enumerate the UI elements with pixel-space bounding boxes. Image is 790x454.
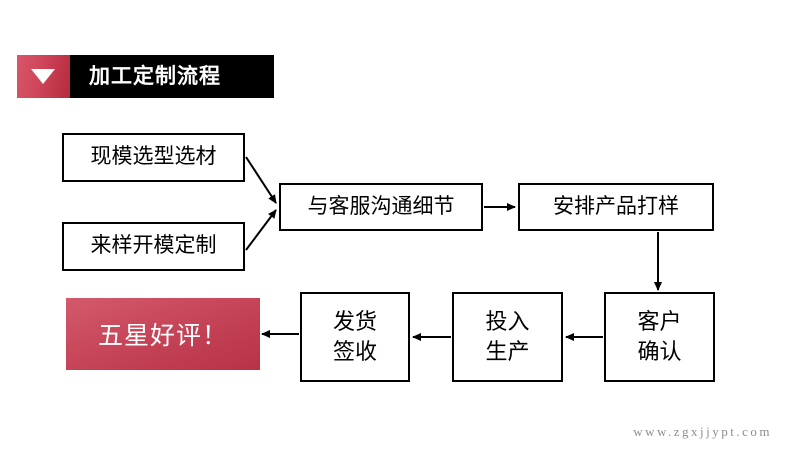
watermark-url: www.zgxjjypt.com (633, 424, 772, 439)
flow-node-five-star-review[interactable]: 五星好评！ (66, 298, 260, 370)
flow-node-communicate-with-service[interactable]: 与客服沟通细节 (279, 183, 483, 231)
edge-b1-b3 (245, 156, 277, 204)
flow-node-current-mold-selection[interactable]: 现模选型选材 (62, 133, 245, 182)
flow-node-sample-custom-mold[interactable]: 来样开模定制 (62, 222, 245, 271)
flow-node-start-production[interactable]: 投入 生产 (452, 292, 563, 382)
edge-b2-b3 (245, 209, 277, 251)
page-title: 加工定制流程 (89, 65, 221, 88)
flow-node-shipping-receipt[interactable]: 发货 签收 (300, 292, 410, 382)
flow-node-customer-confirmation[interactable]: 客户 确认 (604, 292, 715, 382)
section-header: 加工定制流程 (17, 55, 274, 98)
header-accent-block (17, 55, 70, 98)
triangle-down-icon (31, 69, 55, 84)
flow-node-arrange-sample-production[interactable]: 安排产品打样 (518, 183, 714, 231)
